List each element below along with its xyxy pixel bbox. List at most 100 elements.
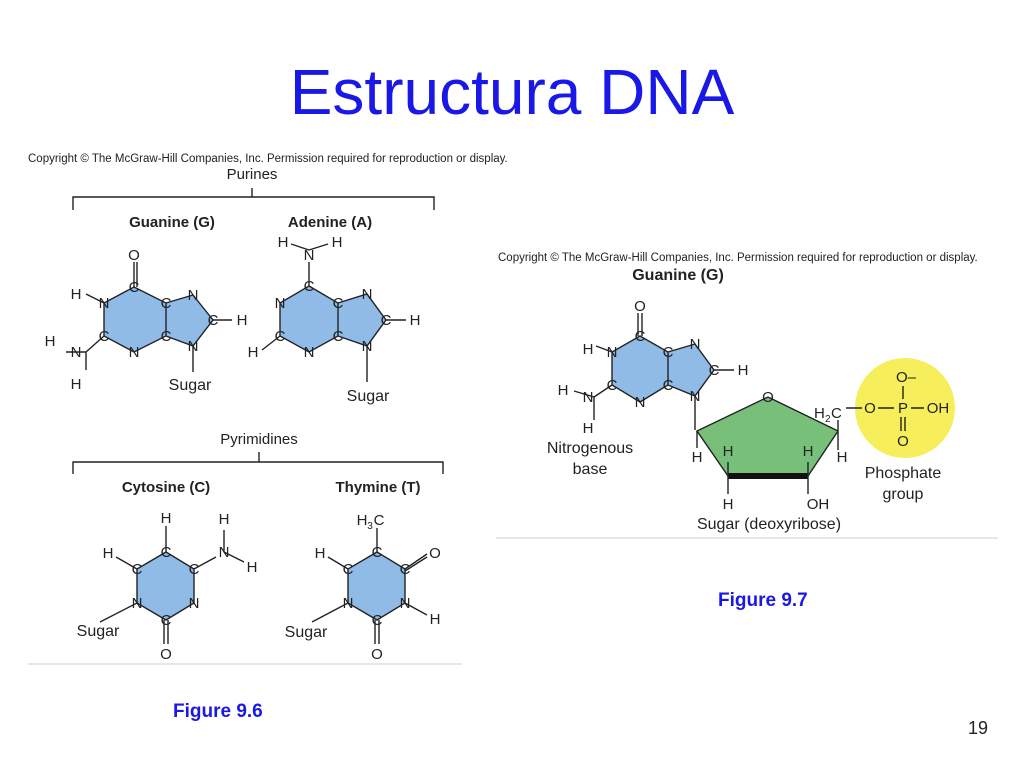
svg-text:H: H xyxy=(558,382,569,399)
svg-text:2: 2 xyxy=(825,414,831,425)
svg-text:P: P xyxy=(898,400,908,417)
svg-text:H: H xyxy=(692,449,703,466)
svg-text:C: C xyxy=(333,328,344,345)
svg-text:Sugar: Sugar xyxy=(169,377,212,394)
svg-text:N: N xyxy=(343,595,354,612)
svg-text:N: N xyxy=(304,344,315,361)
svg-text:O: O xyxy=(128,247,140,264)
purines-bracket: Purines xyxy=(72,166,435,210)
svg-text:N: N xyxy=(99,295,110,312)
svg-text:O: O xyxy=(371,646,383,663)
thymine-molecule: H 3 C C C C N N C H O H O Sugar xyxy=(285,512,441,663)
svg-text:H: H xyxy=(837,449,848,466)
svg-text:H: H xyxy=(723,496,734,513)
svg-text:H: H xyxy=(71,376,82,393)
svg-text:N: N xyxy=(690,336,701,353)
svg-text:C: C xyxy=(304,278,315,295)
svg-text:H: H xyxy=(332,234,343,251)
sugar-label: Sugar (deoxyribose) xyxy=(697,516,841,533)
thymine-label: Thymine (T) xyxy=(336,479,421,496)
svg-text:O: O xyxy=(160,646,172,663)
slide-title: Estructura DNA xyxy=(289,56,735,128)
svg-text:H: H xyxy=(583,341,594,358)
svg-text:H: H xyxy=(410,312,421,329)
guanine-base-right: O C N C N C C N C N H H N H H Nitrogenou… xyxy=(547,298,749,478)
svg-text:C: C xyxy=(381,312,392,329)
svg-text:N: N xyxy=(362,286,373,303)
copyright-right: Copyright © The McGraw-Hill Companies, I… xyxy=(498,252,978,264)
svg-text:N: N xyxy=(71,344,82,361)
svg-text:C: C xyxy=(343,561,354,578)
copyright-left: Copyright © The McGraw-Hill Companies, I… xyxy=(28,153,508,165)
svg-text:C: C xyxy=(400,561,411,578)
svg-text:N: N xyxy=(690,388,701,405)
svg-text:H: H xyxy=(219,511,230,528)
cytosine-molecule: H C C C N N C H N H H O Sugar xyxy=(77,510,258,663)
svg-text:C: C xyxy=(709,362,720,379)
svg-text:O: O xyxy=(897,433,909,450)
svg-text:C: C xyxy=(635,328,646,345)
svg-text:N: N xyxy=(189,595,200,612)
svg-text:C: C xyxy=(161,612,172,629)
svg-text:H: H xyxy=(278,234,289,251)
svg-text:C: C xyxy=(161,295,172,312)
guanine-label-right: Guanine (G) xyxy=(632,267,724,284)
svg-text:OH: OH xyxy=(807,496,830,513)
svg-text:H: H xyxy=(723,443,734,460)
svg-text:C: C xyxy=(161,328,172,345)
svg-text:H: H xyxy=(45,333,56,350)
phosphate-label: Phosphate xyxy=(865,465,942,482)
svg-text:N: N xyxy=(188,287,199,304)
svg-text:C: C xyxy=(374,512,385,529)
svg-text:N: N xyxy=(635,394,646,411)
svg-text:C: C xyxy=(333,295,344,312)
svg-text:C: C xyxy=(831,405,842,422)
deoxyribose-sugar: O H H H H H OH H 2 C Sugar (deoxyribose) xyxy=(692,389,848,533)
svg-text:base: base xyxy=(573,461,608,478)
adenine-label: Adenine (A) xyxy=(288,214,372,231)
svg-text:group: group xyxy=(883,486,924,503)
svg-text:H: H xyxy=(583,420,594,437)
svg-text:N: N xyxy=(132,595,143,612)
svg-text:O: O xyxy=(762,389,774,406)
svg-text:C: C xyxy=(607,377,618,394)
svg-text:Sugar: Sugar xyxy=(77,623,120,640)
nitrogenous-label: Nitrogenous xyxy=(547,440,633,457)
pyrimidines-label: Pyrimidines xyxy=(220,431,298,448)
svg-text:N: N xyxy=(129,344,140,361)
svg-text:C: C xyxy=(663,344,674,361)
guanine-label: Guanine (G) xyxy=(129,214,215,231)
svg-text:H: H xyxy=(247,559,258,576)
svg-text:N: N xyxy=(362,338,373,355)
purines-label: Purines xyxy=(227,166,278,183)
svg-text:N: N xyxy=(400,595,411,612)
adenine-molecule: N H H C N C N C C N C N H H Sugar xyxy=(248,234,421,405)
svg-text:H: H xyxy=(315,545,326,562)
figure-9-6-caption: Figure 9.6 xyxy=(173,701,263,722)
svg-text:H: H xyxy=(161,510,172,527)
svg-text:C: C xyxy=(189,561,200,578)
svg-text:C: C xyxy=(275,328,286,345)
svg-text:N: N xyxy=(188,338,199,355)
page-number: 19 xyxy=(967,718,988,738)
svg-text:C: C xyxy=(129,279,140,296)
svg-text:OH: OH xyxy=(927,400,950,417)
svg-text:3: 3 xyxy=(367,521,373,532)
svg-text:O: O xyxy=(634,298,646,315)
svg-text:H: H xyxy=(248,344,259,361)
svg-text:H: H xyxy=(814,405,825,422)
svg-text:H: H xyxy=(430,611,441,628)
svg-text:H: H xyxy=(237,312,248,329)
svg-text:N: N xyxy=(607,344,618,361)
svg-text:O: O xyxy=(864,400,876,417)
svg-text:H: H xyxy=(103,545,114,562)
svg-text:O: O xyxy=(429,545,441,562)
svg-text:N: N xyxy=(583,389,594,406)
guanine-molecule: O C N C N C C N C N H H N H H Sugar xyxy=(45,247,248,394)
svg-text:Sugar: Sugar xyxy=(285,624,328,641)
svg-text:C: C xyxy=(99,328,110,345)
phosphate-group: O P OH O– O Phosphate group xyxy=(846,358,955,503)
svg-text:C: C xyxy=(372,612,383,629)
